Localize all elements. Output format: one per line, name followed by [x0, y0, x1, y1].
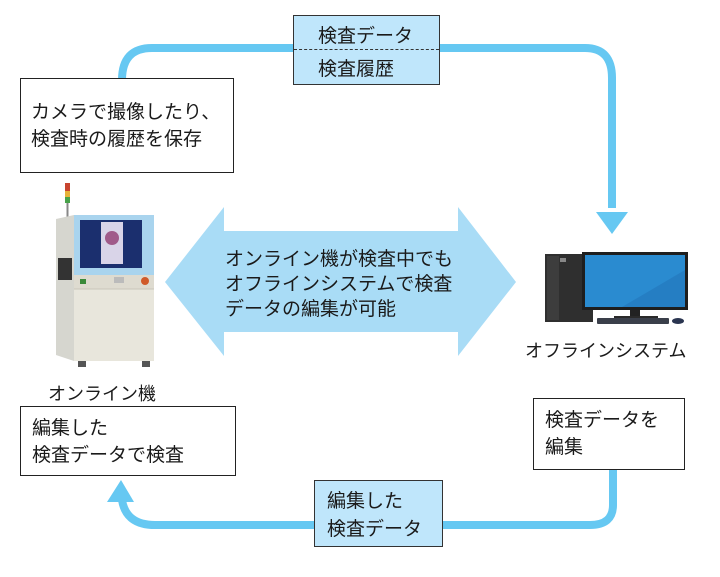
center-text-line2: オフラインシステムで検査	[225, 273, 453, 295]
online-machine-label: オンライン機	[48, 384, 156, 405]
top-label-line2: 検査履歴	[318, 58, 395, 80]
bottom-label-line2: 検査データ	[327, 518, 423, 540]
center-text-line1: オンライン機が検査中でも	[225, 248, 454, 270]
offline-bottom-line2: 編集	[545, 436, 584, 458]
top-label-line1: 検査データ	[318, 25, 414, 47]
offline-system-label: オフラインシステム	[525, 341, 687, 362]
offline-bottom-line1: 検査データを	[545, 409, 660, 431]
top-flow-arrowhead	[596, 212, 628, 234]
top-flow-arrow	[118, 44, 616, 208]
online-note-line2: 検査時の履歴を保存	[31, 128, 203, 150]
top-label-box: 検査データ 検査履歴	[293, 15, 440, 85]
bottom-label-box: 編集した 検査データ	[314, 480, 443, 547]
bottom-label-line1: 編集した	[327, 490, 404, 512]
double-arrow	[165, 207, 516, 356]
online-note-box: カメラで撮像したり、 検査時の履歴を保存	[20, 78, 234, 173]
offline-bottom-box: 検査データを 編集	[533, 398, 685, 470]
online-bottom-box: 編集した 検査データで検査	[20, 406, 236, 476]
desktop-computer-icon	[542, 250, 692, 325]
inspection-machine-icon	[54, 183, 160, 373]
bottom-flow-arrowhead	[107, 480, 134, 502]
bottom-flow-arrow	[118, 470, 617, 529]
center-text-line3: データの編集が可能	[225, 298, 397, 320]
online-bottom-line1: 編集した	[32, 417, 109, 439]
online-note-line1: カメラで撮像したり、	[31, 101, 221, 123]
dashed-divider	[294, 49, 439, 50]
online-bottom-line2: 検査データで検査	[32, 444, 185, 466]
